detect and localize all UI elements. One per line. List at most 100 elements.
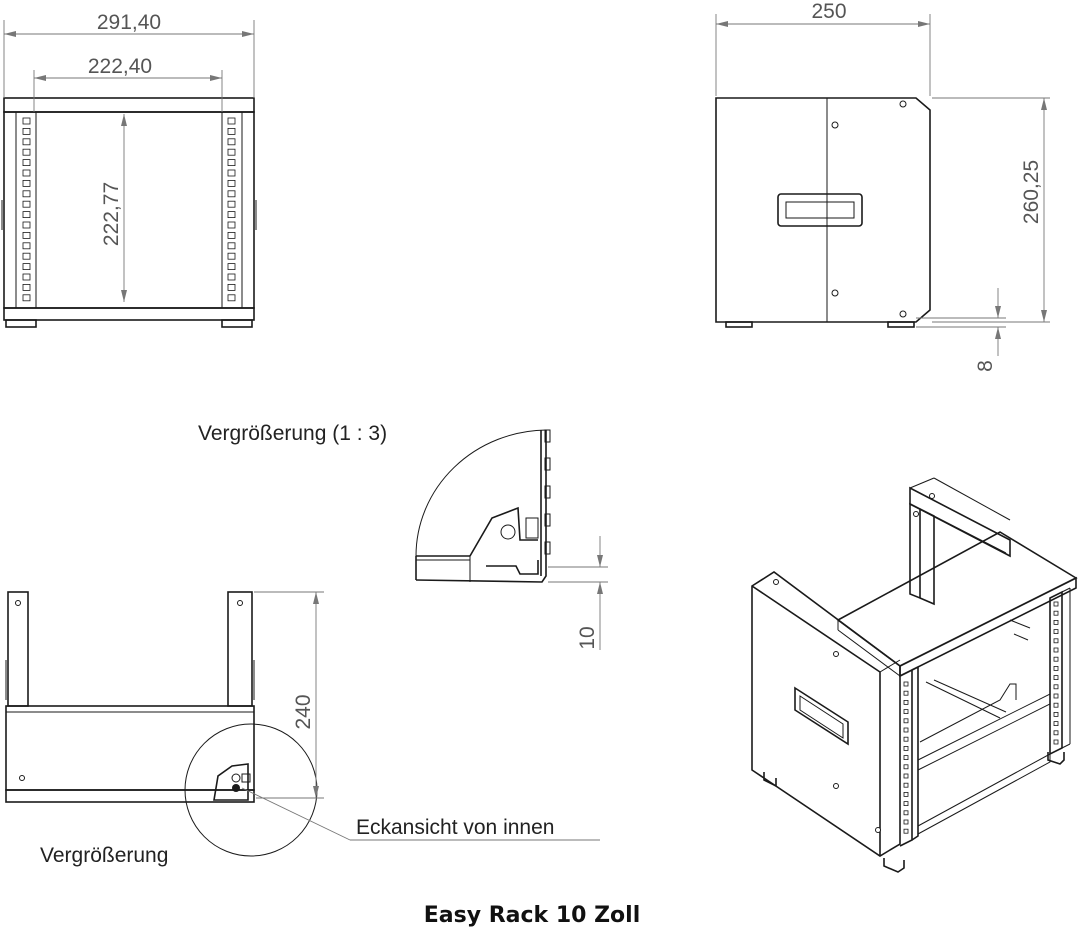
rail-slot (22, 179, 31, 187)
rail-slot (22, 211, 31, 219)
dimension-front-width-outer: 291,40 (3, 11, 255, 98)
zoom-label: Vergrößerung (40, 844, 168, 867)
iso-rail-slot (1053, 638, 1059, 644)
rail-slot (227, 127, 236, 135)
rail-slot (22, 138, 31, 146)
iso-rail-slot (903, 700, 909, 705)
rail-slot (227, 169, 236, 177)
rail-slot (227, 252, 236, 260)
rail-slot (227, 200, 236, 208)
dim-side-height-label: 260,25 (1020, 160, 1043, 224)
iso-rail-slot (903, 746, 909, 751)
front-view (1, 97, 257, 328)
dim-front-width-outer-label: 291,40 (97, 11, 161, 34)
iso-rail-slot (903, 736, 909, 742)
iso-rail-slot (903, 828, 909, 834)
drawing-title: Easy Rack 10 Zoll (424, 903, 641, 928)
iso-rail-slot (1053, 721, 1059, 726)
rail-slot (22, 273, 31, 281)
iso-rail-slot (903, 718, 909, 724)
dimension-side-height: 260,25 (932, 97, 1050, 323)
iso-rail-slot (1053, 684, 1059, 690)
iso-rack-rail-back (1053, 601, 1059, 745)
dimension-front-width-inner: 222,40 (33, 55, 223, 112)
rail-slot (22, 200, 31, 208)
iso-rail-slot (1053, 739, 1059, 745)
iso-rail-slot (903, 819, 909, 825)
iso-rail-slot (903, 773, 909, 779)
rail-slot (22, 117, 31, 125)
rail-slot (22, 283, 31, 291)
iso-rail-slot (1053, 610, 1059, 616)
rail-slot (227, 190, 236, 198)
iso-rail-slot (1053, 730, 1059, 736)
iso-rail-slot (1053, 656, 1059, 662)
dim-foot-height-label: 8 (974, 360, 997, 372)
rail-slot (227, 221, 236, 229)
rail-slot (227, 273, 236, 281)
side-view (715, 97, 931, 328)
rail-slot (227, 294, 236, 302)
top-view (5, 591, 318, 857)
iso-rail-slot (903, 792, 909, 797)
iso-rail-slot (1053, 647, 1059, 653)
rail-slot (22, 190, 31, 198)
dimension-top-view-height: 240 (254, 591, 324, 799)
rail-slot (227, 138, 236, 146)
rail-slot (227, 231, 236, 239)
iso-rail-slot (1053, 666, 1059, 671)
rail-slot (227, 263, 236, 271)
zoom-scaled-label: Vergrößerung (1 : 3) (198, 422, 387, 445)
rail-slot (22, 242, 31, 250)
dim-detail-offset-label: 10 (576, 626, 599, 649)
isometric-view (751, 477, 1078, 873)
corner-leader-line (241, 787, 351, 841)
rail-slot (22, 148, 31, 156)
rail-slot (22, 294, 31, 302)
rail-slot (22, 169, 31, 177)
rail-slot (227, 159, 236, 167)
iso-rail-slot (1053, 675, 1059, 680)
corner-inside-label: Eckansicht von innen (356, 816, 554, 839)
rail-slot (22, 263, 31, 271)
rail-slot (22, 127, 31, 135)
rail-slot (227, 242, 236, 250)
dim-front-width-inner-label: 222,40 (88, 55, 152, 78)
iso-rail-slot (903, 755, 909, 760)
iso-rail-slot (903, 727, 909, 733)
rail-slot (227, 283, 236, 291)
dim-side-depth-label: 250 (811, 0, 846, 23)
rail-slot (22, 252, 31, 260)
rail-slot (22, 221, 31, 229)
iso-rack-rail-front (903, 681, 909, 834)
iso-rail-slot (903, 709, 909, 714)
rail-slot (22, 159, 31, 167)
iso-rail-slot (903, 681, 909, 687)
dim-front-height-inner-label: 222,77 (100, 182, 123, 246)
rail-slot (227, 211, 236, 219)
iso-rail-slot (903, 690, 909, 696)
iso-rail-slot (903, 764, 909, 770)
iso-rail-slot (903, 801, 909, 806)
rack-rail-left (22, 117, 31, 302)
dim-top-view-height-label: 240 (292, 694, 315, 729)
dimension-front-height-inner: 222,77 (100, 114, 127, 302)
dimension-side-depth: 250 (715, 0, 931, 96)
iso-rail-slot (1053, 693, 1059, 699)
rail-slot (227, 148, 236, 156)
detail-enlargement (415, 429, 551, 583)
rail-slot (227, 179, 236, 187)
rail-slot (22, 231, 31, 239)
rail-slot (227, 117, 236, 125)
iso-rail-slot (1053, 620, 1059, 625)
iso-rail-slot (903, 810, 909, 816)
rack-rail-right (227, 117, 236, 302)
iso-rail-slot (1053, 712, 1059, 717)
iso-rail-slot (1053, 601, 1059, 607)
dimension-detail-offset: 10 (548, 536, 608, 650)
iso-rail-slot (903, 782, 909, 788)
iso-rail-slot (1053, 702, 1059, 708)
dimension-foot-height: 8 (916, 288, 1006, 372)
